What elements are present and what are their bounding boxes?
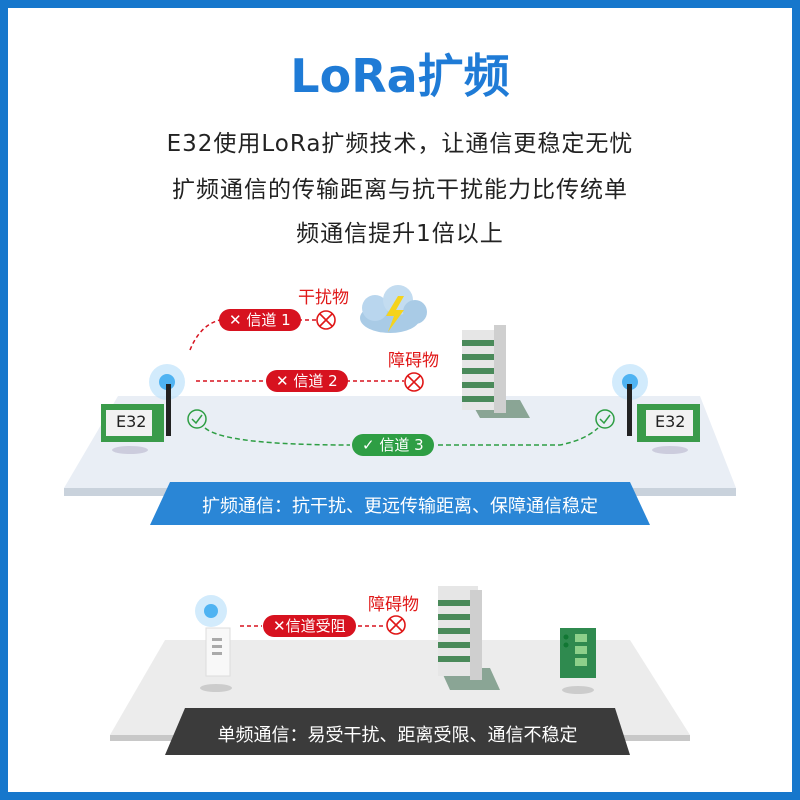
dark-banner-shape [165, 708, 630, 755]
page-title: LoRa扩频 [290, 49, 510, 103]
single-frequency-receiver-board [560, 628, 596, 694]
e32-module-right [612, 364, 700, 454]
building-icon [462, 325, 530, 418]
e32-module-left [101, 364, 185, 454]
single-frequency-transmitter [195, 595, 232, 692]
spread-banner-text: 扩频通信：抗干扰、更远传输距离、保障通信稳定 [202, 496, 598, 517]
blue-banner-shape [150, 482, 650, 525]
building-icon [438, 586, 500, 690]
channel-blocked-badge: ✕信道受阻 [263, 615, 356, 637]
channel-2-badge: ✕ 信道 2 [266, 370, 348, 392]
channel-1-label: 信道 1 [246, 311, 291, 329]
channel-blocked-label: 信道受阻 [285, 617, 346, 635]
channel-3-badge: ✓ 信道 3 [352, 434, 434, 456]
module-label-left: E32 [116, 412, 147, 431]
single-banner-text: 单频通信：易受干扰、距离受限、通信不稳定 [217, 725, 578, 746]
obstacle-label: 障碍物 [388, 351, 439, 371]
interference-label: 干扰物 [298, 288, 349, 308]
channel-3-label: 信道 3 [379, 436, 424, 454]
obstacle-label-single: 障碍物 [368, 595, 419, 615]
storm-cloud-icon [360, 285, 427, 333]
channel-1-badge: ✕ 信道 1 [219, 309, 301, 331]
channel-2-label: 信道 2 [293, 372, 338, 390]
description-line-2: 扩频通信的传输距离与抗干扰能力比传统单 [172, 177, 628, 203]
module-label-right: E32 [655, 412, 686, 431]
description-line-3: 频通信提升1倍以上 [296, 221, 504, 247]
check-circle-icon [187, 409, 615, 429]
description-line-1: E32使用LoRa扩频技术，让通信更稳定无忧 [166, 131, 634, 157]
blocked-icon [316, 310, 424, 635]
